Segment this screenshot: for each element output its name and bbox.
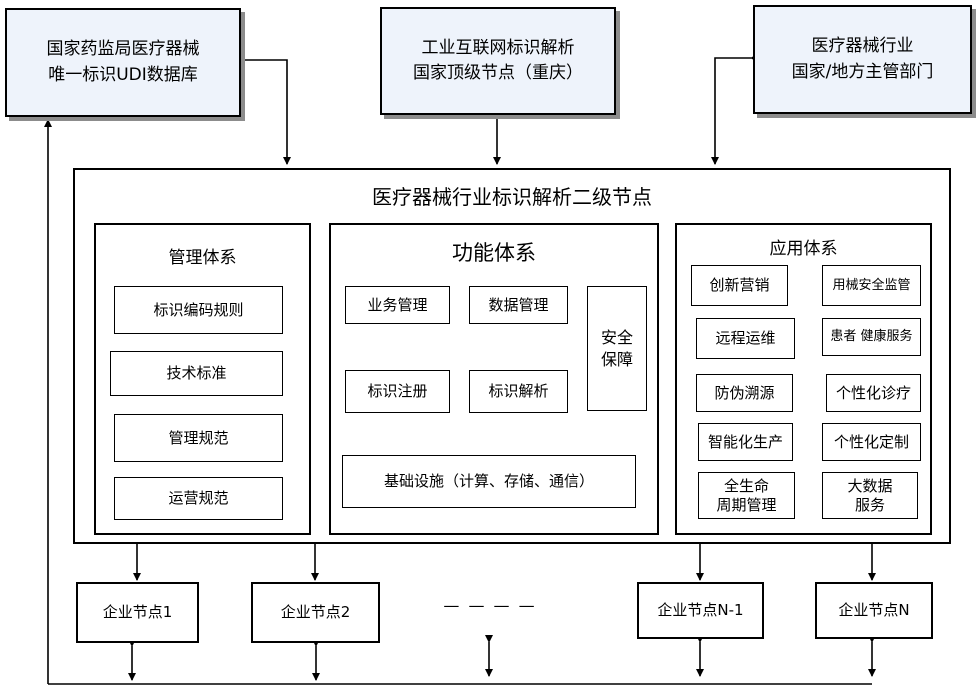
enterprise-node-1: 企业节点1 [76, 582, 199, 643]
udi-database-box: 国家药监局医疗器械 唯一标识UDI数据库 [5, 8, 241, 117]
application-item: 个性化诊疗 [826, 374, 921, 412]
authority-box: 医疗器械行业 国家/地方主管部门 [753, 5, 972, 114]
function-item: 标识注册 [345, 370, 450, 413]
infrastructure-box: 基础设施（计算、存储、通信） [342, 455, 636, 508]
function-item: 业务管理 [345, 286, 450, 324]
application-item: 防伪溯源 [696, 374, 793, 412]
application-item: 创新营销 [691, 265, 788, 306]
management-item: 标识编码规则 [114, 286, 283, 334]
enterprise-node-n-1: 企业节点N-1 [637, 582, 764, 639]
application-item: 用械安全监管 [822, 265, 921, 306]
application-item: 个性化定制 [822, 423, 921, 461]
function-item: 数据管理 [469, 286, 568, 324]
application-title: 应用体系 [769, 239, 838, 259]
authority-link-arrow [711, 54, 758, 165]
function-item: 标识解析 [469, 370, 568, 413]
ellipsis-dashes: — — — — [443, 596, 537, 615]
national-top-node-box: 工业互联网标识解析 国家顶级节点（重庆） [380, 7, 616, 115]
application-item: 患者 健康服务 [822, 318, 921, 356]
management-item: 管理规范 [114, 414, 283, 462]
application-item: 大数据 服务 [822, 472, 918, 519]
enterprise-node-n: 企业节点N [815, 582, 933, 639]
application-item: 智能化生产 [698, 423, 793, 461]
security-box: 安全 保障 [587, 286, 647, 411]
udi-link-arrow [234, 56, 291, 165]
management-item: 运营规范 [114, 477, 283, 520]
secondary-node-title: 医疗器械行业标识解析二级节点 [372, 185, 652, 209]
management-title: 管理体系 [168, 248, 237, 268]
application-item: 全生命 周期管理 [698, 472, 795, 519]
enterprise-node-2: 企业节点2 [251, 582, 380, 643]
application-item: 远程运维 [696, 318, 795, 359]
management-item: 技术标准 [110, 351, 283, 396]
function-title: 功能体系 [452, 241, 536, 265]
